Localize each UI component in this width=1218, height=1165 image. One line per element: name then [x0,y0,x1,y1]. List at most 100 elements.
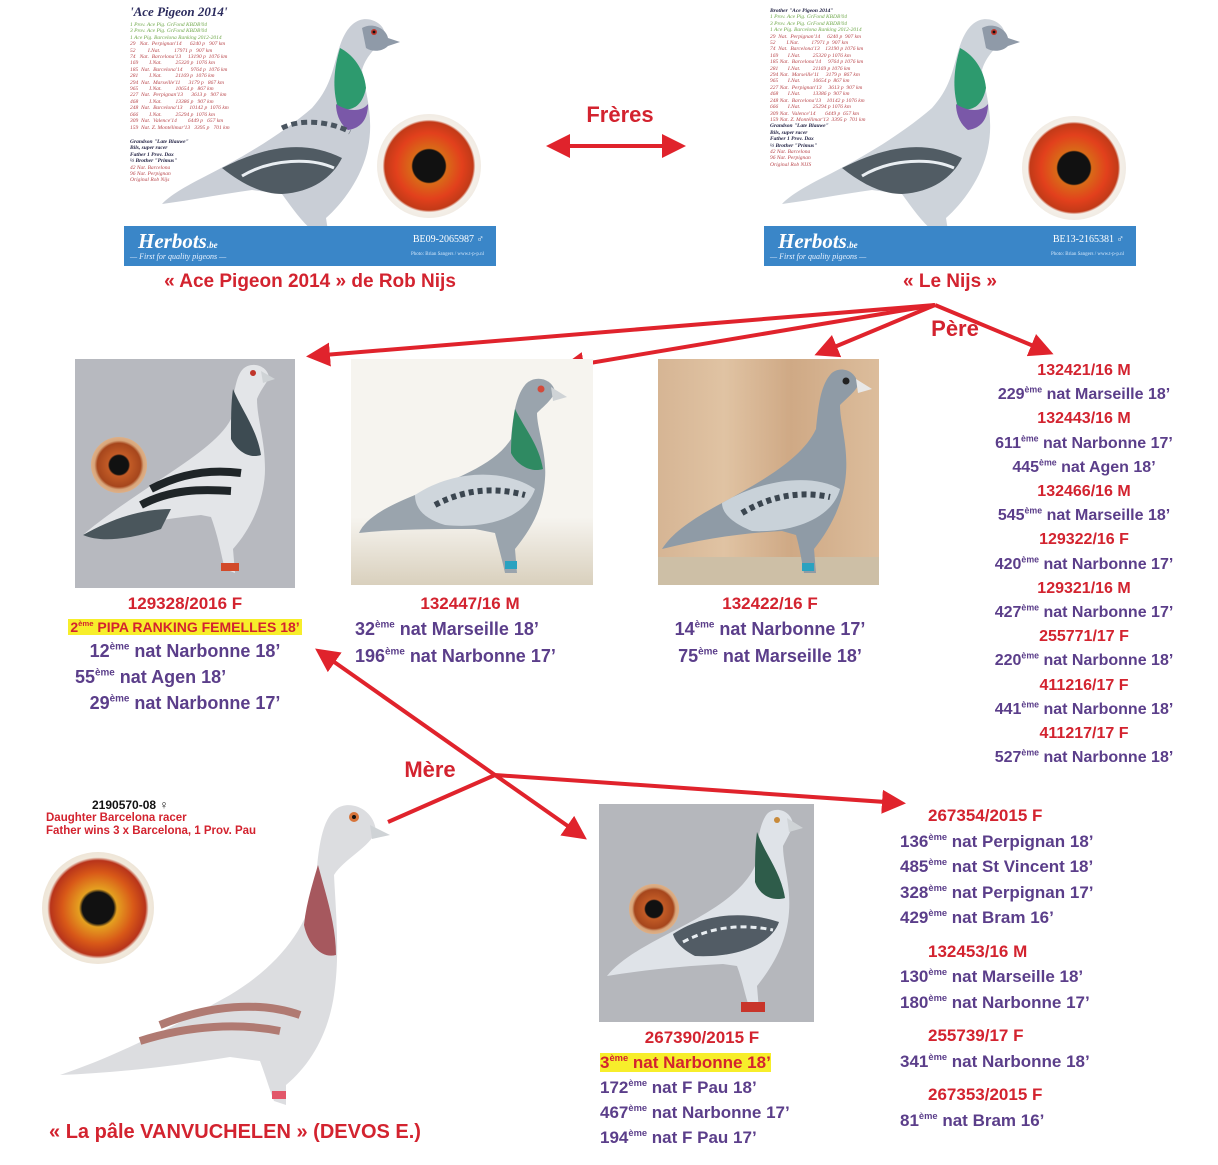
result-line: 341ème nat Narbonne 18’ [900,1051,1090,1071]
ring-number: 132421/16 M [1037,362,1131,379]
card-text-line: 248 Nat. Barcelona'13 10142 p 1076 km [770,97,865,104]
card-text-line: 227 Nat. Perpignan'13 3613 p 907 km [130,92,227,99]
brother-card-results: Brother "Ace Pigeon 2014"1 Prov. Ace Pig… [770,8,865,168]
result-line: 485ème nat St Vincent 18’ [900,857,1094,876]
ring-number: 411217/17 F [1039,725,1129,743]
photo-credit: Photo: Brian Sangers / www.t-p-p.nl [410,252,484,257]
card-text-line: 169 I.Nat. 25320 p 1076 km [130,60,215,67]
child-photo-1 [75,359,295,588]
child-1-highlight: 2ème PIPA RANKING FEMELLES 18’ [68,619,302,636]
card-text-line: 965 I.Nat. 10654 p 867 km [770,78,850,85]
mother-arrow-2 [493,773,587,840]
mother-arrow-3 [494,773,906,814]
father-arrow-1 [306,303,936,367]
ring-number: 132443/16 M [1037,410,1131,428]
card-text-line: 52 I.Nat. 17971 p 907 km [130,47,213,54]
card-text-line: Father 1 Prov. Dax [130,151,174,158]
result-line: 328ème nat Perpignan 17’ [900,882,1094,902]
result-line: 75ème nat Marseille 18’ [678,646,862,667]
mother-offspring-list: 267354/2015 F 136ème nat Perpignan 18’ 485… [900,803,1130,1133]
card-text-line: 1 Ace Pig. Barcelona Ranking 2012-2014 [130,34,222,41]
ring-number: 255771/17 F [1039,628,1129,646]
ring-number: 267354/2015 F [928,806,1043,825]
pigeon-image [782,19,1020,244]
card-text-line: 74 Nat. Barcelona'13 13190 p 1076 km [770,46,864,53]
father-offspring-list: 132421/16 M 229ème nat Marseille 18’ 13244… [970,359,1198,770]
card-text-line: 159 Nat. Z. Montélimar'13 3395 p 701 km [770,116,866,123]
offspring-entry: 129322/16 F 420ème nat Narbonne 17’ [970,528,1198,576]
child-1-info: 129328/2016 F 2ème PIPA RANKING FEMELLES… [40,592,330,716]
offspring-entry: 132466/16 M 545ème nat Marseille 18’ [970,480,1198,528]
herbots-banner: Herbots.be — First for quality pigeons —… [124,226,496,266]
card-text-line: Bils, super racer [130,145,168,152]
result-line: 467ème nat Narbonne 17’ [600,1103,790,1122]
card-text-line: Bils, super racer [770,129,808,136]
father-arrow-3 [814,303,936,358]
result-line: 229ème nat Marseille 18’ [997,384,1171,404]
result-line: 194ème nat F Pau 17’ [600,1128,757,1147]
card-text-line: ½ Brother "Primus" [130,158,178,165]
card-text-line: 52 I.Nat. 17971 p 907 km [770,40,849,47]
sire-ring-number: BE09-2065987 ♂ [412,234,484,245]
mother-arrow-1 [315,648,497,777]
herbots-banner: Herbots.be — First for quality pigeons —… [764,226,1136,266]
result-line: 420ème nat Narbonne 17’ [994,554,1174,573]
pigeon-image [359,378,567,573]
result-line: 427ème nat Narbonne 17’ [994,602,1174,622]
mother-line [387,773,496,824]
mother-note-1: Daughter Barcelona racer [46,812,187,824]
card-text-line: 309 Nat. Valence'14 6449 p 657 km [130,118,224,125]
ring-number: 132466/16 M [1037,483,1131,501]
brother-caption: « Le Nijs » [903,271,997,292]
card-text-line: 159 Nat. Z. Montélimar'13 3395 p 701 km [130,124,230,131]
child-2-info: 132447/16 M 32ème nat Marseille 18’ 196è… [340,592,600,670]
card-text-line: 294 Nat. Marseille'11 3179 p 867 km [130,79,224,86]
father-label: Père [931,316,979,341]
offspring-entry: 132421/16 M 229ème nat Marseille 18’ [970,359,1198,407]
eye-sign-image [629,884,679,934]
father-arrow-4 [934,303,1054,357]
card-text-line: 42 Nat. Barcelona [130,164,171,171]
card-text-line: 281 I.Nat. 21169 p 1076 km [770,65,851,72]
child-photo-2 [351,359,593,585]
card-text-line: 281 I.Nat. 21169 p 1076 km [130,73,215,80]
result-line: 220ème nat Narbonne 18’ [994,650,1174,670]
card-text-line: 169 I.Nat. 25320 p 1076 km [770,52,851,59]
card-text-line: 227 Nat. Perpignan'13 3613 p 907 km [770,84,863,91]
card-text-line: 1 Ace Pig. Barcelona Ranking 2012-2014 [770,27,862,34]
card-text-line: 96 Nat. Perpignan [130,170,171,177]
result-line: 429ème nat Bram 16’ [900,908,1054,927]
result-line: 196ème nat Narbonne 17’ [355,646,556,667]
ring-number: 129322/16 F [1039,531,1129,549]
card-text-line: 468 I.Nat. 13386 p 907 km [130,98,214,105]
sire-card: 'Ace Pigeon 2014' 1 Prov. Ace Pig. GrFon… [122,0,498,266]
card-text-line: 3 Prov. Ace Pig. GrFond KBDB'04 [130,28,207,35]
eye-sign-image [1022,116,1126,220]
card-text-line: 74 Nat. Barcelona'13 13190 p 1076 km [130,54,228,61]
ring-number: 132453/16 M [928,941,1028,961]
card-text-line: 965 I.Nat. 10654 p 867 km [130,86,214,93]
mother-child-highlight: 3ème nat Narbonne 18’ [600,1053,771,1072]
card-text-line: 42 Nat. Barcelona [770,148,811,155]
result-line: 136ème nat Perpignan 18’ [900,831,1094,851]
card-text-line: Original Rob NIJS [770,161,812,168]
card-text-line: 185 Nat. Barcelona'14 9764 p 1076 km [770,59,864,66]
card-text-line: 1 Prov. Ace Pig. GrFond KBDB'04 [130,22,207,28]
result-line: 441ème nat Narbonne 18’ [994,699,1174,718]
mother-label: Mère [404,757,456,782]
brother-card: Brother "Ace Pigeon 2014"1 Prov. Ace Pig… [762,0,1138,266]
herbots-tagline: — First for quality pigeons — [770,252,867,261]
result-line: 32ème nat Marseille 18’ [355,619,539,640]
child-3-ring: 132422/16 F [722,594,818,613]
card-text-line: 29 Nat. Perpignan'14 6240 p 907 km [770,33,862,40]
result-line: 545ème nat Marseille 18’ [997,505,1171,525]
result-line: 527ème nat Narbonne 18’ [994,747,1174,767]
card-text-line: 468 I.Nat. 13386 p 907 km [770,91,850,98]
card-text-line: Grandson "Late Blauwe" [130,138,189,145]
father-arrow-2 [560,303,936,376]
card-text-line: 309 Nat. Valence'14 6449 p 657 km [770,110,860,117]
